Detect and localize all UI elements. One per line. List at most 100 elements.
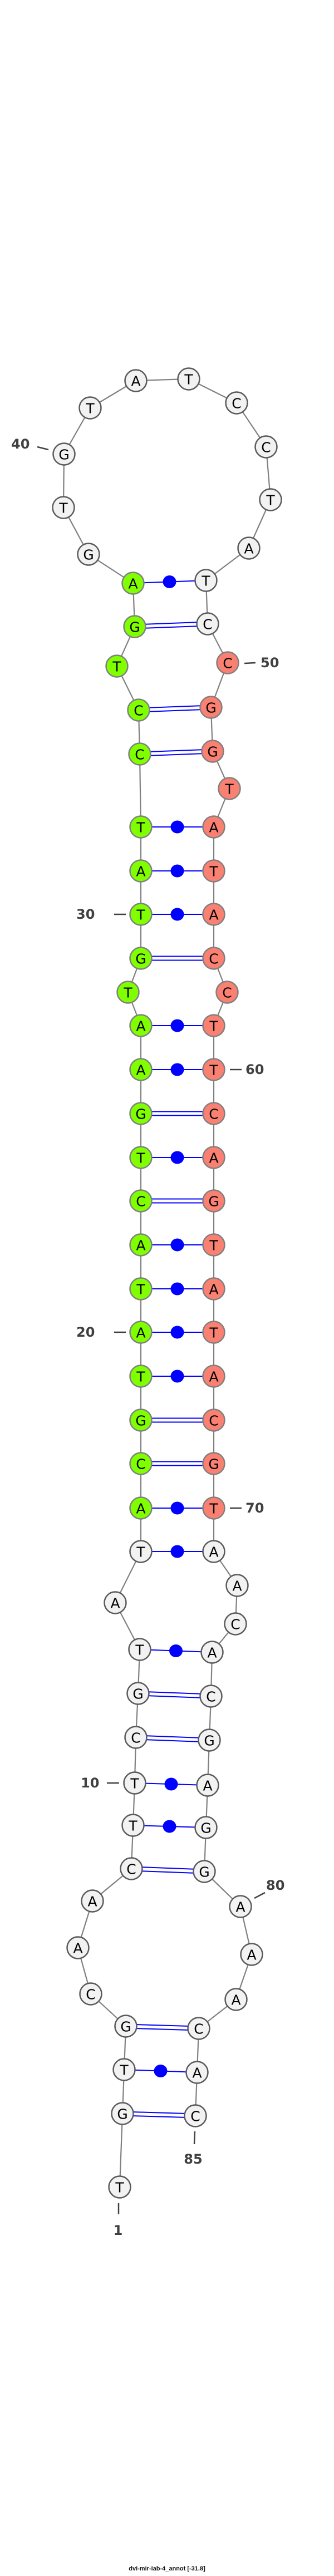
nucleotide-letter: C — [209, 1106, 218, 1122]
nucleotide-letter: C — [126, 1861, 136, 1878]
nucleotide-57: C — [202, 947, 225, 970]
nucleotide-letter: C — [190, 2109, 200, 2125]
gc-pair-bond — [122, 2111, 196, 2119]
nucleotide-letter: T — [136, 1150, 145, 1166]
svg-text:30: 30 — [76, 907, 95, 922]
position-label-80: 80 — [254, 1878, 284, 1899]
nucleotide-letter: G — [135, 951, 146, 967]
nucleotide-letter: C — [230, 1617, 240, 1633]
nucleotide-6: A — [66, 1936, 90, 1959]
nucleotide-letter: T — [85, 401, 95, 417]
nucleotide-7: A — [81, 1889, 104, 1913]
nucleotide-letter: A — [73, 1940, 82, 1957]
nucleotide-letter: A — [209, 1150, 218, 1166]
nucleotide-36: G — [123, 615, 146, 638]
pair-bond — [141, 1326, 214, 1339]
nucleotide-9: T — [121, 1814, 145, 1837]
nucleotide-17: C — [129, 1452, 153, 1475]
nucleotide-19: T — [129, 1365, 153, 1388]
nucleotide-78: G — [194, 1816, 218, 1839]
base-pairs — [122, 575, 214, 2119]
nucleotide-letter: C — [131, 1730, 140, 1746]
pair-dot — [170, 1545, 184, 1558]
pair-dot — [170, 1019, 184, 1032]
nucleotide-letter: T — [115, 2180, 124, 2196]
nucleotide-letter: T — [209, 1062, 218, 1078]
nucleotide-8: C — [120, 1857, 143, 1880]
nucleotide-27: A — [129, 1014, 153, 1037]
nucleotide-letter: A — [209, 820, 218, 836]
pair-bond — [141, 1501, 214, 1515]
nucleotide-letter: C — [136, 1194, 145, 1210]
nucleotide-letter: T — [209, 1018, 218, 1035]
nucleotide-20: A — [129, 1321, 153, 1344]
svg-text:60: 60 — [245, 1062, 264, 1077]
pair-dot — [154, 2065, 168, 2077]
nucleotide-2: G — [111, 2102, 134, 2125]
pair-dot — [169, 1644, 183, 1657]
nucleotide-18: G — [129, 1408, 153, 1432]
nucleotide-28: T — [116, 981, 140, 1004]
gc-pair-bond — [141, 1461, 214, 1466]
nucleotide-letter: C — [203, 617, 212, 633]
nucleotide-69: G — [202, 1452, 225, 1475]
pair-dot — [170, 864, 184, 878]
nucleotide-letter: T — [184, 372, 193, 388]
nucleotide-letter: G — [204, 1733, 214, 1749]
nucleotide-25: G — [129, 1102, 153, 1125]
nucleotide-letter: A — [136, 1501, 145, 1517]
nucleotide-37: A — [121, 572, 145, 595]
nucleotide-70: T — [202, 1496, 225, 1520]
nucleotide-letter: T — [130, 1776, 139, 1792]
nucleotide-43: T — [177, 367, 200, 391]
nucleotide-letter: A — [203, 1778, 212, 1794]
nucleotide-letter: C — [222, 985, 232, 1001]
nucleotide-letter: T — [201, 573, 210, 589]
nucleotide-letter: T — [135, 1642, 144, 1658]
pair-dot — [164, 1777, 178, 1791]
pair-bond — [132, 1820, 207, 1833]
nucleotide-letter: G — [208, 1456, 219, 1472]
nucleotide-letter: G — [58, 447, 69, 463]
nucleotide-letter: A — [207, 1645, 217, 1661]
nucleotide-letter: G — [205, 700, 216, 716]
pair-bond — [141, 1063, 214, 1076]
nucleotide-35: T — [105, 654, 129, 678]
nucleotide-letter: T — [209, 1325, 218, 1341]
nucleotide-letter: T — [128, 1818, 137, 1834]
nucleotide-letter: A — [128, 576, 137, 592]
nucleotide-letter: A — [136, 1238, 145, 1254]
nucleotide-76: G — [198, 1728, 221, 1752]
nucleotide-letter: G — [83, 547, 94, 563]
pair-bond — [141, 864, 214, 878]
gc-pair-bond — [135, 1735, 210, 1743]
nucleotide-letter: T — [136, 1369, 145, 1385]
nucleotide-24: T — [129, 1146, 153, 1169]
pair-bond — [139, 1644, 213, 1657]
nucleotide-26: A — [129, 1058, 153, 1081]
position-label-10: 10 — [81, 1775, 119, 1791]
nucleotide-14: A — [104, 1591, 127, 1614]
nucleotide-42: A — [124, 369, 148, 392]
nucleotide-13: T — [128, 1638, 151, 1661]
nucleotide-32: T — [129, 815, 153, 839]
nucleotide-letter: A — [110, 1595, 120, 1612]
nucleotide-letter: G — [135, 1106, 146, 1122]
nucleotide-50: C — [216, 651, 239, 674]
nucleotide-letter: G — [132, 1686, 143, 1702]
nucleotide-letter: T — [112, 659, 121, 675]
nucleotide-60: T — [202, 1058, 225, 1081]
svg-text:85: 85 — [184, 2151, 202, 2167]
nucleotide-letter: A — [136, 1018, 145, 1035]
nucleotide-85: C — [184, 2104, 207, 2127]
nucleotide-letter: A — [136, 1325, 145, 1341]
pair-dot — [163, 575, 176, 588]
pair-dot — [170, 1501, 184, 1515]
nucleotide-letter: T — [209, 1238, 218, 1254]
nucleotide-letter: A — [244, 541, 253, 557]
nucleotide-letter: A — [232, 1578, 242, 1594]
nucleotide-4: G — [114, 2014, 137, 2038]
position-label-20: 20 — [76, 1324, 126, 1340]
nucleotide-82: A — [224, 1988, 248, 2011]
